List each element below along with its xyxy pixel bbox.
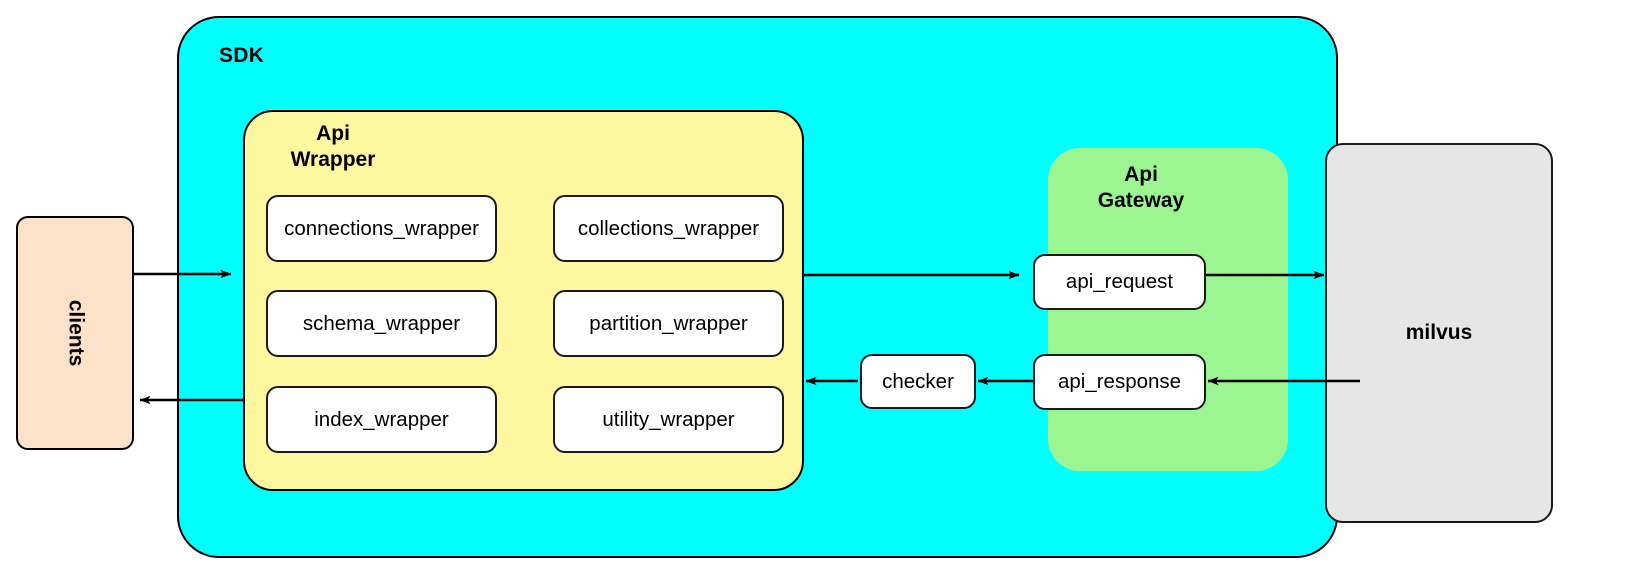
- module-label: connections_wrapper: [284, 216, 479, 240]
- module-index-wrapper[interactable]: index_wrapper: [266, 386, 497, 453]
- clients-node[interactable]: clients: [16, 216, 134, 450]
- module-collections-wrapper[interactable]: collections_wrapper: [553, 195, 784, 262]
- milvus-label: milvus: [1405, 321, 1473, 344]
- module-connections-wrapper[interactable]: connections_wrapper: [266, 195, 497, 262]
- module-label: collections_wrapper: [577, 216, 760, 240]
- api-wrapper-label-line2: Wrapper: [290, 147, 376, 171]
- api-request-node[interactable]: api_request: [1033, 254, 1206, 310]
- module-schema-wrapper[interactable]: schema_wrapper: [266, 290, 497, 357]
- api-gateway-label-line1: Api: [1124, 163, 1158, 186]
- sdk-label: SDK: [219, 44, 265, 67]
- checker-label: checker: [882, 369, 954, 393]
- clients-label: clients: [64, 299, 87, 367]
- api-wrapper-label: Api Wrapper: [263, 121, 403, 172]
- api-wrapper-label-line1: Api: [316, 122, 350, 145]
- module-utility-wrapper[interactable]: utility_wrapper: [553, 386, 784, 453]
- api-response-node[interactable]: api_response: [1033, 354, 1206, 410]
- module-label: schema_wrapper: [302, 311, 461, 335]
- module-label: utility_wrapper: [602, 407, 735, 431]
- api-response-label: api_response: [1057, 370, 1182, 393]
- api-request-label: api_request: [1065, 270, 1174, 293]
- module-label: index_wrapper: [314, 407, 449, 431]
- api-gateway-label: Api Gateway: [1066, 162, 1216, 213]
- checker-node[interactable]: checker: [860, 354, 976, 409]
- module-label: partition_wrapper: [589, 311, 748, 335]
- milvus-node[interactable]: milvus: [1325, 143, 1553, 523]
- api-gateway-label-line2: Gateway: [1097, 188, 1185, 212]
- module-partition-wrapper[interactable]: partition_wrapper: [553, 290, 784, 357]
